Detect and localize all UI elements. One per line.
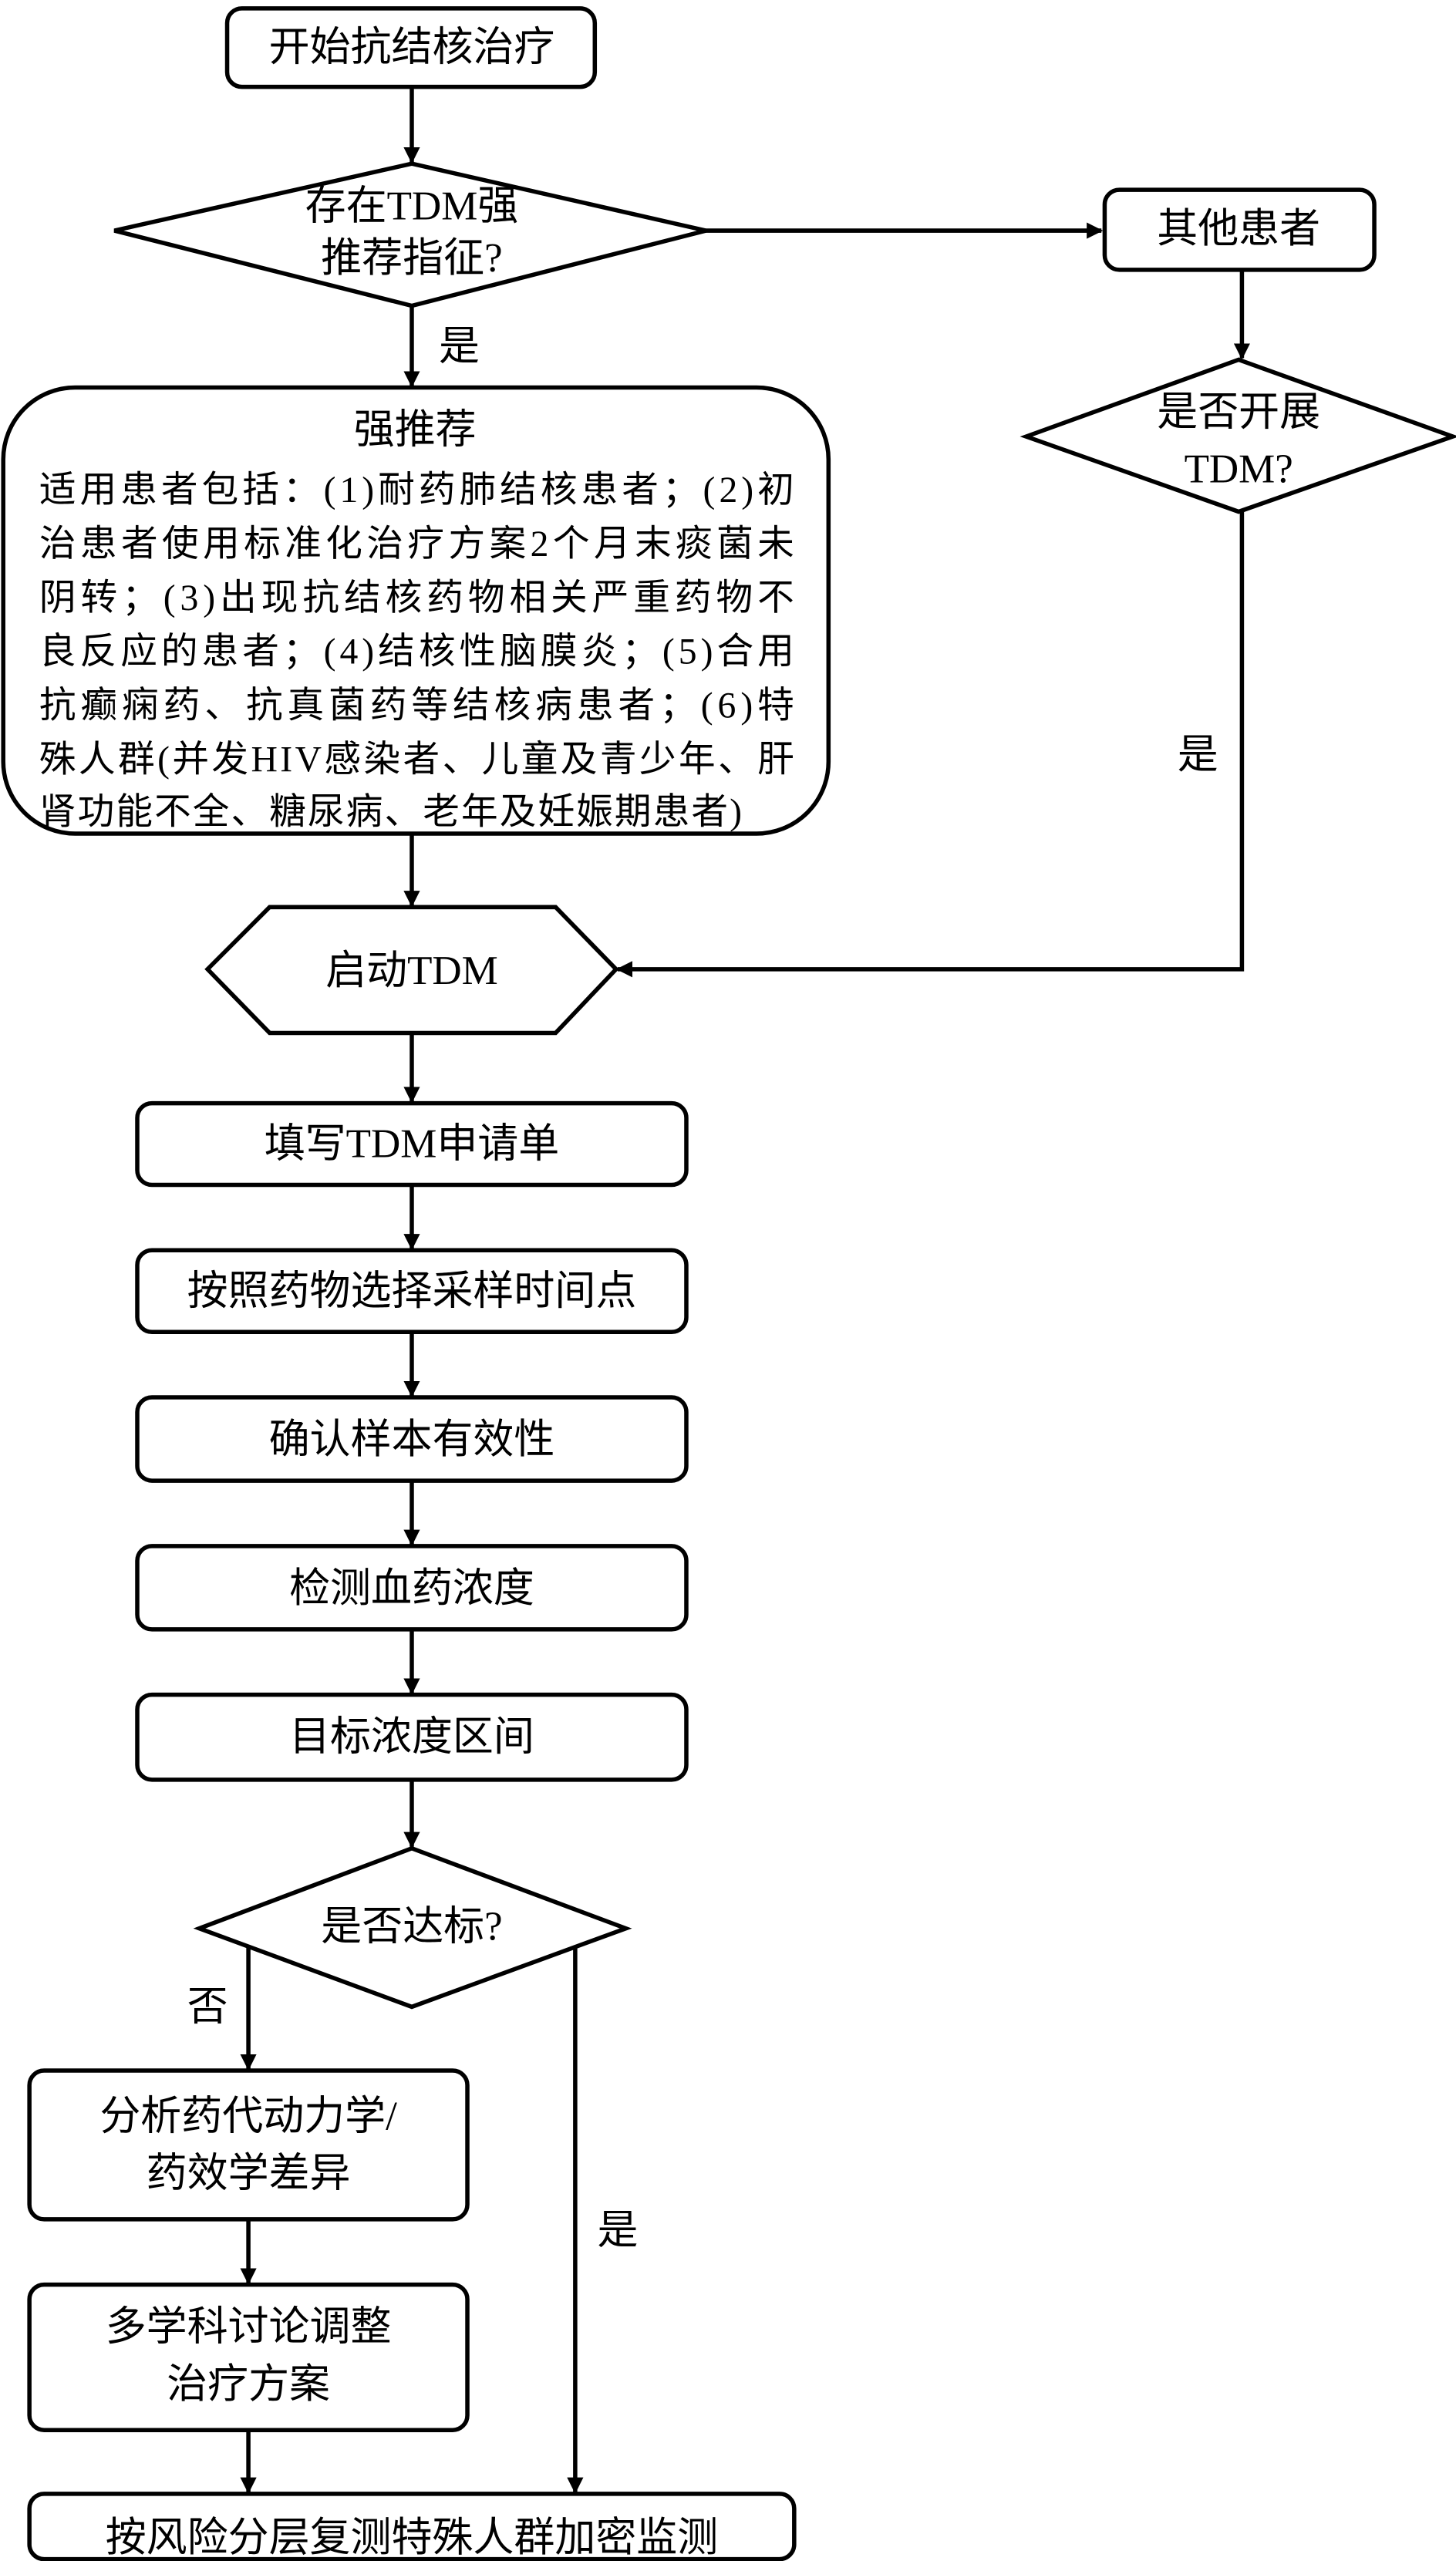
step-label: 分析药代动力学/ [99,2094,397,2138]
edge-label-yes: 是 [597,2209,638,2253]
step-label: 治疗方案 [167,2362,330,2407]
other-patients-node: 其他患者 [1102,187,1377,272]
step-label: 药效学差异 [147,2152,351,2196]
edge-label-yes: 是 [1178,733,1218,777]
decision-label: 是否开展 [1157,389,1320,434]
criteria-line: 殊人群(并发HIV感染者、儿童及青少年、肝 [39,740,794,780]
start-label: 开始抗结核治疗 [269,25,555,70]
target-range-node: 目标浓度区间 [135,1692,689,1782]
criteria-line: 阴转；(3)出现抗结核药物相关严重药物不 [39,578,794,618]
decision-start-tdm: 是否开展 TDM? [1020,357,1456,514]
step-label: 目标浓度区间 [289,1715,534,1760]
arrow [615,511,1245,978]
other-patients-label: 其他患者 [1157,207,1320,251]
mdt-adjust-node: 多学科讨论调整 治疗方案 [27,2282,470,2432]
step-label: 按照药物选择采样时间点 [187,1269,637,1313]
decision-label: 存在TDM强 [305,184,519,228]
analyze-pk-pd-node: 分析药代动力学/ 药效学差异 [27,2068,470,2222]
edge-label-yes: 是 [439,325,480,369]
detect-concentration-node: 检测血药浓度 [135,1544,689,1632]
strong-recommendation-title: 强推荐 [354,408,477,453]
start-tdm-label: 启动TDM [325,949,498,993]
edge-label-no: 否 [187,1984,228,2029]
criteria-line: 肾功能不全、糖尿病、老年及妊娠期患者) [39,791,742,832]
criteria-line: 治患者使用标准化治疗方案2个月末痰菌未 [39,524,794,564]
confirm-sample-node: 确认样本有效性 [135,1395,689,1483]
strong-recommendation-node: 强推荐 适用患者包括：(1)耐药肺结核患者；(2)初 治患者使用标准化治疗方案2… [1,385,831,836]
step-label: 检测血药浓度 [289,1566,534,1611]
start-node: 开始抗结核治疗 [224,6,598,89]
fill-form-node: 填写TDM申请单 [135,1100,689,1188]
step-label: 多学科讨论调整 [106,2305,392,2350]
connectors [240,86,1251,2494]
decision-label: TDM? [1185,446,1293,491]
start-tdm-node: 启动TDM [204,905,619,1036]
decision-tdm-indication: 存在TDM强 推荐指征? [113,161,707,308]
criteria-line: 抗癫痫药、抗真菌药等结核病患者；(6)特 [39,686,794,726]
select-sampling-node: 按照药物选择采样时间点 [135,1248,689,1335]
step-label: 确认样本有效性 [269,1417,555,1462]
final-monitoring-node: 按风险分层复测特殊人群加密监测 [27,2492,797,2561]
step-label: 填写TDM申请单 [265,1122,560,1167]
decision-label: 是否达标? [321,1905,502,1949]
decision-target: 是否达标? [193,1845,632,2010]
step-label: 按风险分层复测特殊人群加密监测 [106,2516,719,2560]
decision-label: 推荐指征? [321,236,502,281]
